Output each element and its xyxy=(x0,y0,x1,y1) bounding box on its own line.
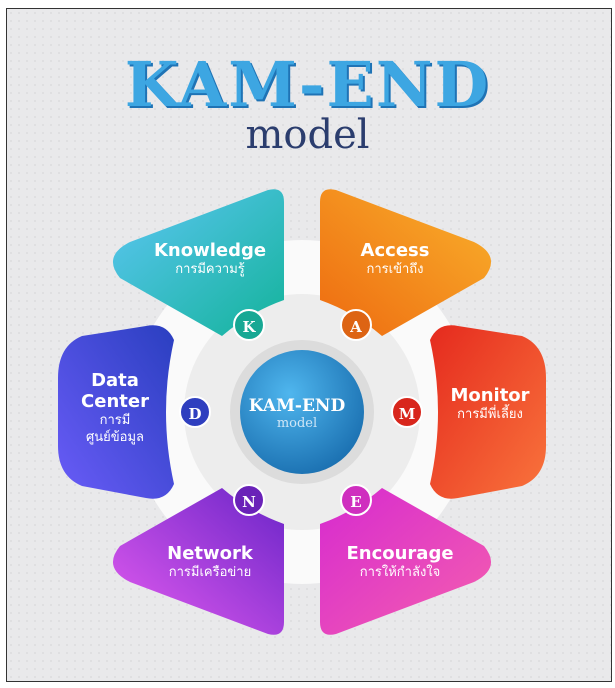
segment-thai: การมีความรู้ xyxy=(175,262,245,277)
letter-badge-a: A xyxy=(340,309,372,341)
segment-access-shape xyxy=(320,189,492,336)
segment-thai-line1: การมี xyxy=(99,413,131,428)
segment-thai: การมีเครือข่าย xyxy=(168,565,252,580)
segment-encourage-shape xyxy=(320,488,492,635)
segment-knowledge: Knowledge การมีความรู้ xyxy=(135,240,285,278)
segment-name: Access xyxy=(360,240,430,261)
segment-knowledge-shape xyxy=(112,189,285,336)
segment-thai: การให้กำลังใจ xyxy=(359,565,441,580)
segment-monitor-shape xyxy=(430,325,546,499)
center-subtitle: model xyxy=(276,416,318,431)
letter-badge-k: K xyxy=(233,309,265,341)
center-title: KAM-END xyxy=(248,396,346,416)
segment-network: Network การมีเครือข่าย xyxy=(135,543,285,581)
segment-thai: การเข้าถึง xyxy=(366,262,424,277)
letter-badge-m: M xyxy=(391,396,423,428)
segment-encourage: Encourage การให้กำลังใจ xyxy=(320,543,480,581)
letter-badge-e: E xyxy=(340,484,372,516)
segment-name: Knowledge xyxy=(153,240,267,261)
main-subtitle: model xyxy=(245,112,370,158)
segment-name: Encourage xyxy=(346,543,454,564)
letter-badge-d: D xyxy=(179,396,211,428)
segment-access: Access การเข้าถึง xyxy=(320,240,470,278)
segment-name: Data Center xyxy=(81,370,149,412)
letter-badge-n: N xyxy=(233,484,265,516)
segment-network-shape xyxy=(112,488,285,635)
center-circle xyxy=(240,350,364,474)
main-title: KAM-END xyxy=(124,48,491,121)
segment-thai-line2: ศูนย์ข้อมูล xyxy=(86,430,144,445)
segment-data-center-shape xyxy=(58,325,174,499)
segment-thai: การมีพี่เลี้ยง xyxy=(457,407,523,422)
segment-monitor: Monitor การมีพี่เลี้ยง xyxy=(430,385,550,423)
segment-data-center: Data Center การมี ศูนย์ข้อมูล xyxy=(60,370,170,446)
segment-name: Network xyxy=(167,543,253,564)
segment-name: Monitor xyxy=(450,385,530,406)
